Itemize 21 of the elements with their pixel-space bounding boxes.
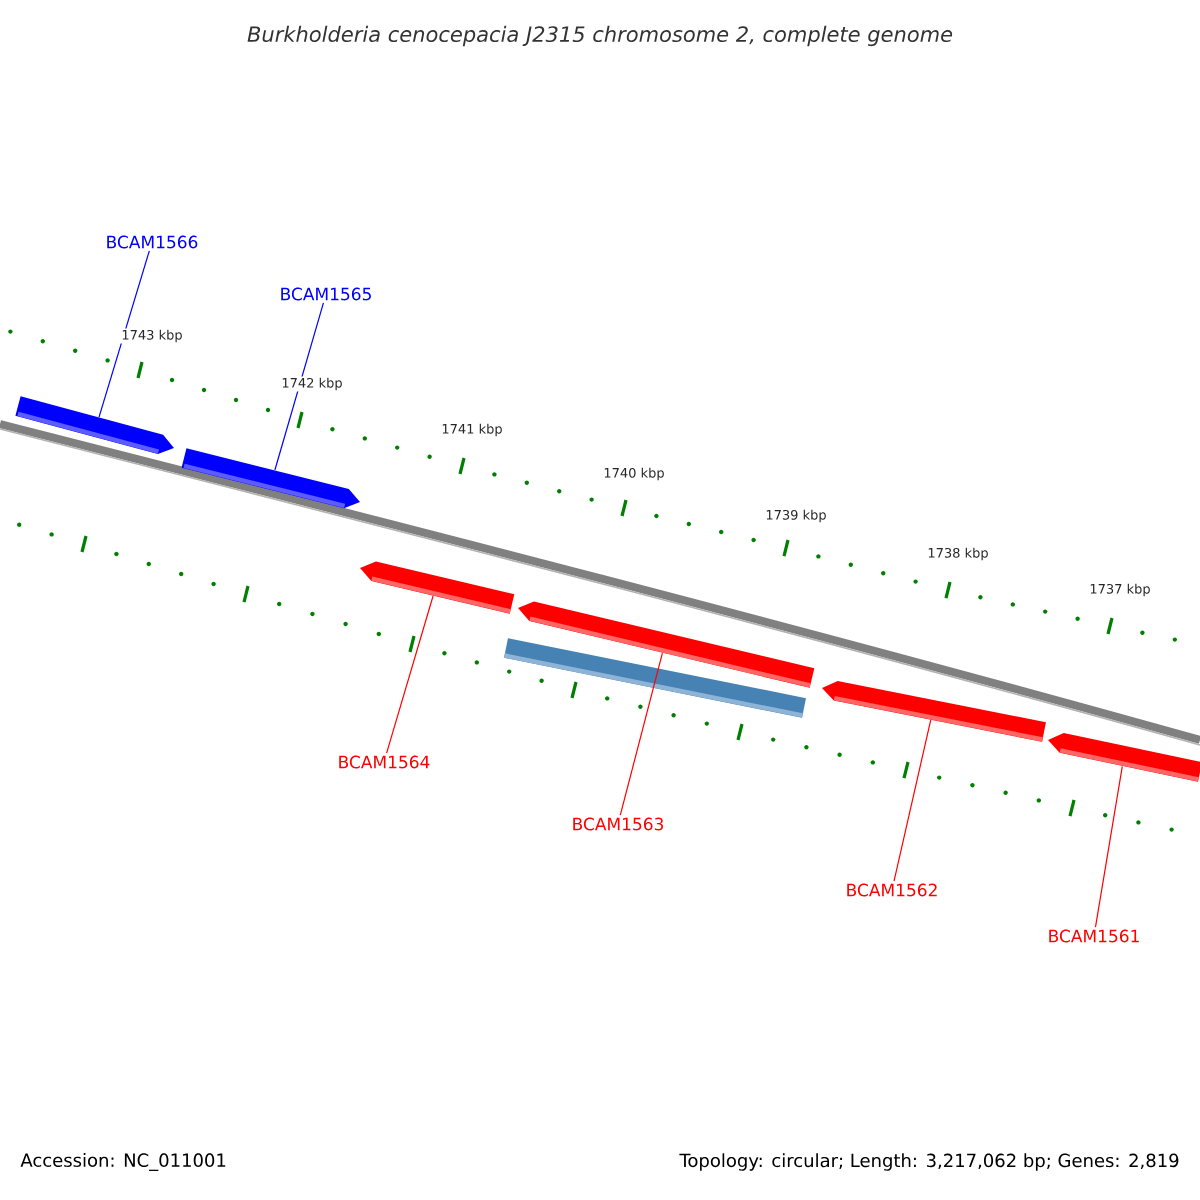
gene-block: [518, 601, 815, 688]
gene-label: BCAM1562: [847, 883, 937, 897]
gene-label: BCAM1563: [573, 817, 663, 831]
leader-line: [1094, 765, 1123, 928]
leader-line: [619, 652, 663, 816]
gene-label: BCAM1564: [339, 755, 430, 769]
leader-line: [893, 719, 932, 882]
gene-label: BCAM1561: [1049, 929, 1139, 943]
gene-label: BCAM1566: [107, 235, 198, 249]
gene-block: [360, 561, 515, 614]
leader-line: [386, 595, 434, 754]
title: Burkholderia cenocepacia J2315 chromosome 2, complete genome: [247, 25, 953, 47]
gene-label: BCAM1565: [281, 287, 371, 301]
gene-block: [181, 448, 360, 509]
gene-block: [15, 396, 174, 455]
gene-block: [1048, 733, 1200, 782]
gene-block: [822, 680, 1046, 742]
leader-line: [274, 302, 325, 471]
footer-text: Topology: circular; Length: 3,217,062 bp; Genes: 2,819: [679, 1153, 1179, 1171]
leader-line: [98, 250, 150, 418]
footer-text: Accession: NC_011001: [20, 1153, 226, 1171]
